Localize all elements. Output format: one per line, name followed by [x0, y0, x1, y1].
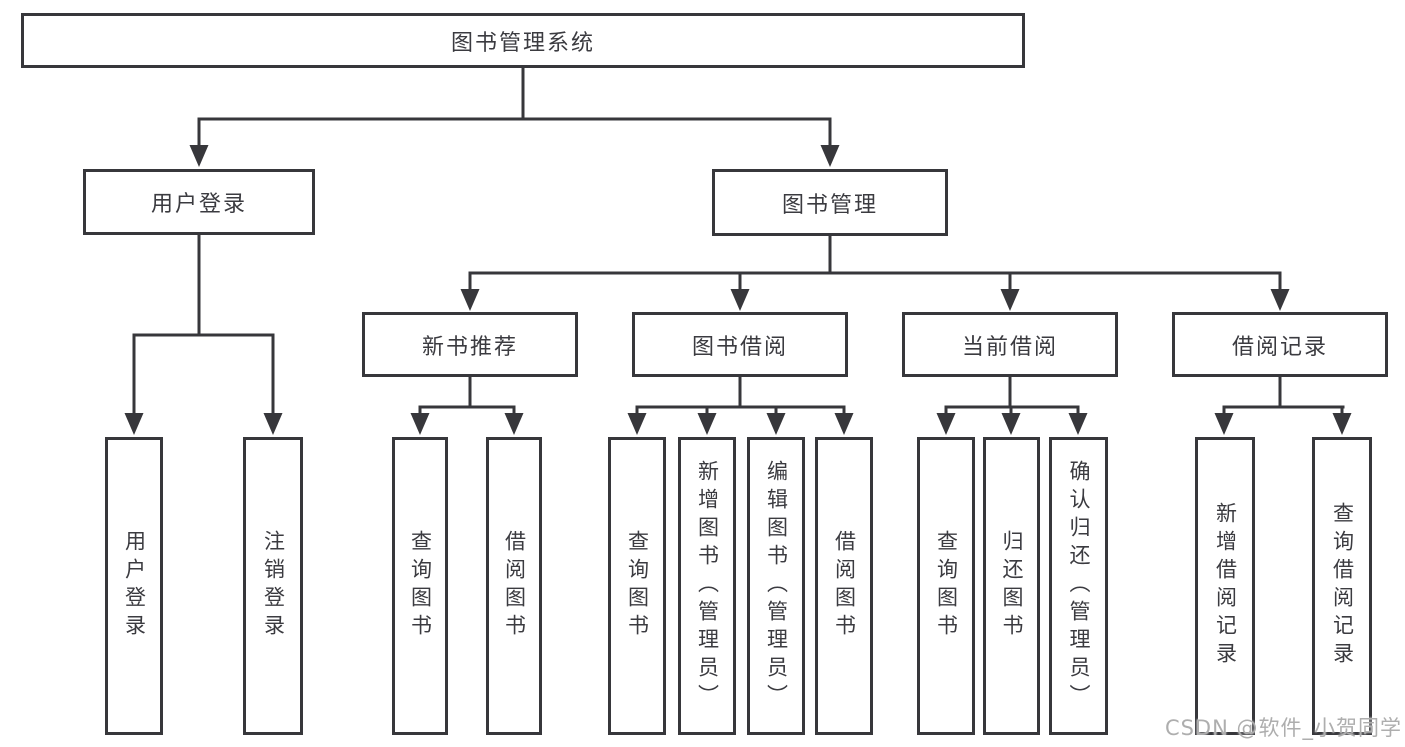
node-book-management: 图书管理 — [712, 169, 948, 236]
node-borrowing-records-label: 借阅记录 — [1231, 334, 1328, 360]
csdn-watermark: CSDN @软件_小贺同学 — [1164, 716, 1402, 740]
leaf-bb-query-books-label: 查询图书 — [625, 530, 650, 642]
leaf-bb-query-books: 查询图书 — [608, 437, 666, 735]
leaf-nr-query-books-label: 查询图书 — [408, 530, 433, 642]
node-current-borrowing-label: 当前借阅 — [961, 334, 1058, 360]
leaf-bb-edit-books-admin: 编辑图书（管理员） — [747, 437, 805, 735]
leaf-br-query-record: 查询借阅记录 — [1312, 437, 1372, 735]
leaf-nr-borrow-books: 借阅图书 — [486, 437, 542, 735]
leaf-cb-confirm-return-admin-label: 确认归还（管理员） — [1067, 460, 1091, 712]
leaf-cb-query-books-label: 查询图书 — [934, 530, 959, 642]
leaf-br-add-record-label: 新增借阅记录 — [1213, 502, 1238, 670]
node-current-borrowing: 当前借阅 — [902, 312, 1118, 377]
leaf-logout-label: 注销登录 — [261, 530, 286, 642]
leaf-bb-borrow-books: 借阅图书 — [815, 437, 873, 735]
leaf-bb-add-books-admin-label: 新增图书（管理员） — [695, 460, 720, 712]
node-new-book-recommend-label: 新书推荐 — [421, 334, 518, 360]
node-new-book-recommend: 新书推荐 — [362, 312, 578, 377]
leaf-cb-confirm-return-admin: 确认归还（管理员） — [1049, 437, 1108, 735]
node-book-borrowing: 图书借阅 — [632, 312, 848, 377]
arrowheads — [124, 145, 1352, 435]
node-book-management-label: 图书管理 — [781, 192, 878, 218]
leaf-logout: 注销登录 — [243, 437, 303, 735]
leaf-cb-return-books-label: 归还图书 — [1000, 530, 1024, 642]
leaf-bb-borrow-books-label: 借阅图书 — [832, 530, 857, 642]
leaf-br-query-record-label: 查询借阅记录 — [1330, 502, 1355, 670]
leaf-user-login-label: 用户登录 — [122, 530, 147, 642]
node-root: 图书管理系统 — [21, 13, 1025, 68]
node-book-borrowing-label: 图书借阅 — [691, 334, 788, 360]
leaf-nr-query-books: 查询图书 — [392, 437, 448, 735]
node-user-login: 用户登录 — [83, 169, 315, 235]
node-root-label: 图书管理系统 — [450, 30, 595, 56]
leaf-bb-add-books-admin: 新增图书（管理员） — [678, 437, 736, 735]
leaf-cb-query-books: 查询图书 — [917, 437, 975, 735]
leaf-cb-return-books: 归还图书 — [983, 437, 1040, 735]
leaf-user-login: 用户登录 — [105, 437, 163, 735]
node-borrowing-records: 借阅记录 — [1172, 312, 1388, 377]
node-user-login-label: 用户登录 — [150, 192, 247, 217]
leaf-nr-borrow-books-label: 借阅图书 — [502, 530, 527, 642]
leaf-bb-edit-books-admin-label: 编辑图书（管理员） — [764, 460, 789, 712]
leaf-br-add-record: 新增借阅记录 — [1195, 437, 1255, 735]
